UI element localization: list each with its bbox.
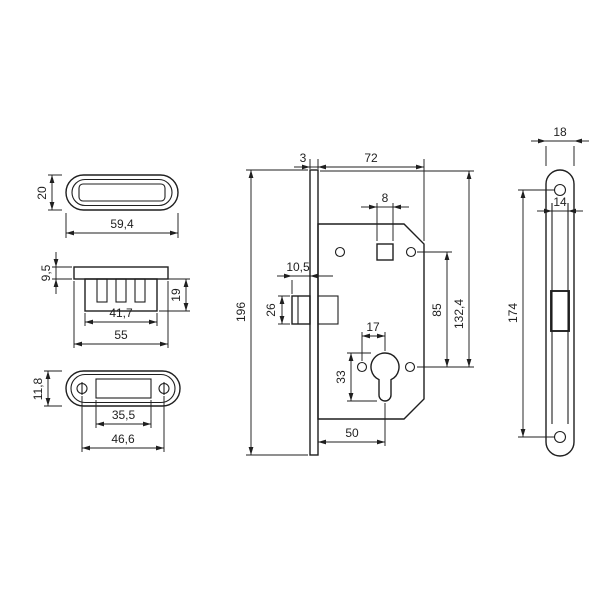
spindle-square-hole xyxy=(376,243,394,261)
plate-top-outer xyxy=(65,174,179,211)
dim-body-latch-height: 26 xyxy=(264,303,278,317)
dim-faceplate-holes: 174 xyxy=(506,303,520,323)
dim-body-height: 196 xyxy=(234,302,248,322)
latch-cutout xyxy=(550,290,570,332)
dim-body-front: 3 xyxy=(300,151,307,165)
faceplate-outline xyxy=(545,169,575,457)
latch-bolt-head xyxy=(291,295,311,325)
plate-top-cutout xyxy=(78,183,166,202)
dim-body-centers: 85 xyxy=(430,303,444,317)
screw-hole xyxy=(334,246,346,258)
dim-body-latch-projection: 10,5 xyxy=(286,260,310,274)
dim-plate-top-height: 20 xyxy=(35,186,49,200)
housing-section-view: 9,5 19 41,7 55 xyxy=(39,252,190,348)
housing-flange xyxy=(73,266,169,280)
dim-plate-top-width: 59,4 xyxy=(110,217,134,231)
dim-body-cylinder-height: 33 xyxy=(334,370,348,384)
lock-case-outline xyxy=(317,223,425,420)
latch-bolt-tail xyxy=(317,295,339,325)
housing-tab xyxy=(115,278,127,303)
plate-front-ring xyxy=(70,373,176,404)
screw-hole xyxy=(404,361,416,373)
screw-hole xyxy=(553,430,567,444)
plate-front-cutout xyxy=(95,378,152,399)
housing-tab xyxy=(134,278,146,303)
plate-front-outer xyxy=(65,370,181,407)
dim-housing-flange: 9,5 xyxy=(39,264,53,281)
screw-hole xyxy=(553,183,567,197)
dim-housing-body-width: 41,7 xyxy=(109,306,133,320)
dim-body-spindle: 8 xyxy=(382,191,389,205)
faceplate-strip xyxy=(309,169,319,456)
euro-cylinder-hole xyxy=(370,352,400,402)
screw-hole xyxy=(405,246,417,258)
dim-housing-width: 55 xyxy=(114,328,128,342)
dim-body-cylinder-offset: 17 xyxy=(366,320,380,334)
housing-tab xyxy=(96,278,108,303)
screw-hole xyxy=(356,361,368,373)
dim-plate-front-height: 11,8 xyxy=(31,377,45,400)
lock-body-side-view: 3 72 8 10,5 26 196 17 33 xyxy=(234,151,474,456)
plate-top-ring xyxy=(71,178,173,207)
strike-plate-top-view: 20 59,4 xyxy=(35,174,179,238)
strike-plate-front-view: 11,8 35,5 46,6 xyxy=(31,370,181,452)
dim-body-depth: 72 xyxy=(364,151,378,165)
dim-faceplate-width: 18 xyxy=(553,125,567,139)
dim-housing-depth: 19 xyxy=(169,288,183,302)
dim-body-backset: 50 xyxy=(345,426,359,440)
dim-faceplate-inner: 14 xyxy=(553,195,567,209)
dim-plate-front-cutout: 35,5 xyxy=(112,408,136,422)
dim-body-top-to-cylinder: 132,4 xyxy=(452,299,466,329)
faceplate-front-view: 18 14 174 xyxy=(506,125,589,457)
dim-plate-front-holes: 46,6 xyxy=(111,432,135,446)
